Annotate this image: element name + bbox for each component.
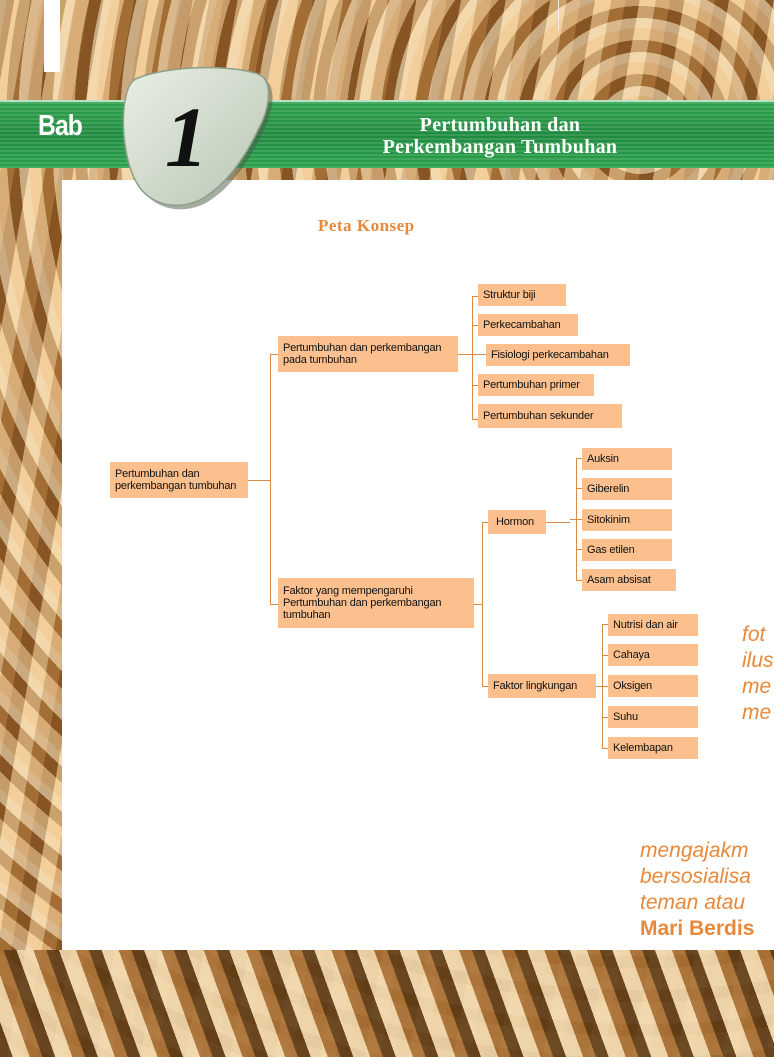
connector-line [472, 354, 486, 355]
connector-line [596, 686, 602, 687]
connector-line [482, 686, 488, 687]
node-fisiologi-perkecambahan: Fisiologi perkecambahan [486, 344, 630, 366]
connector-line [270, 354, 278, 355]
node-oksigen: Oksigen [608, 675, 698, 697]
connector-line [248, 480, 270, 481]
connector-line [570, 519, 582, 520]
connector-line [602, 686, 608, 687]
node-hormon: Hormon [488, 510, 546, 534]
chapter-title-line2: Perkembangan Tumbuhan [382, 136, 618, 158]
concept-map-heading: Peta Konsep [318, 216, 415, 235]
connector-line [482, 522, 483, 686]
connector-line [602, 748, 608, 749]
node-faktor-lingkungan: Faktor lingkungan [488, 674, 596, 698]
connector-line [602, 717, 608, 718]
node-asam-absisat: Asam absisat [582, 569, 676, 591]
node-pertumbuhan-sekunder: Pertumbuhan sekunder [478, 404, 622, 428]
connector-line [482, 522, 488, 523]
node-cahaya: Cahaya [608, 644, 698, 666]
node-branch-pertumbuhan: Pertumbuhan dan perkembangan pada tumbuh… [278, 336, 458, 372]
node-perkecambahan: Perkecambahan [478, 314, 578, 336]
node-sitokinim: Sitokinim [582, 509, 672, 531]
connector-line [270, 604, 278, 605]
side-text-block1: fot ilus me me [742, 623, 774, 724]
node-kelembapan: Kelembapan [608, 737, 698, 759]
connector-line [472, 296, 473, 419]
node-struktur-biji: Struktur biji [478, 284, 566, 306]
chapter-label: Bab [38, 110, 83, 142]
chapter-number-shape [122, 66, 273, 210]
node-branch-faktor: Faktor yang mempengaruhi Pertumbuhan dan… [278, 578, 474, 628]
node-pertumbuhan-primer: Pertumbuhan primer [478, 374, 594, 396]
node-giberelin: Giberelin [582, 478, 672, 500]
connector-line [472, 419, 478, 420]
connector-line [576, 458, 582, 459]
connector-line [474, 604, 482, 605]
decorative-line [558, 0, 559, 30]
connector-line [576, 488, 582, 489]
connector-line [472, 296, 478, 297]
decorative-white-bar [44, 0, 60, 72]
content-panel [62, 180, 774, 950]
connector-line [576, 549, 582, 550]
node-root: Pertumbuhan dan perkembangan tumbuhan [110, 462, 248, 498]
connector-line [458, 354, 472, 355]
chapter-number: 1 [165, 89, 208, 185]
node-suhu: Suhu [608, 706, 698, 728]
background-bottom-texture [0, 950, 774, 1057]
connector-line [546, 522, 570, 523]
connector-line [602, 655, 608, 656]
node-auksin: Auksin [582, 448, 672, 470]
connector-line [576, 580, 582, 581]
chapter-title: Pertumbuhan dan Perkembangan Tumbuhan [310, 114, 690, 158]
connector-line [270, 354, 271, 604]
connector-line [472, 325, 478, 326]
connector-line [472, 385, 478, 386]
connector-line [602, 624, 608, 625]
chapter-title-line1: Pertumbuhan dan [419, 114, 581, 136]
node-nutrisi-dan-air: Nutrisi dan air [608, 614, 698, 636]
side-text-block2: mengajakm bersosialisa teman atau Mari B… [640, 839, 755, 940]
node-gas-etilen: Gas etilen [582, 539, 672, 561]
